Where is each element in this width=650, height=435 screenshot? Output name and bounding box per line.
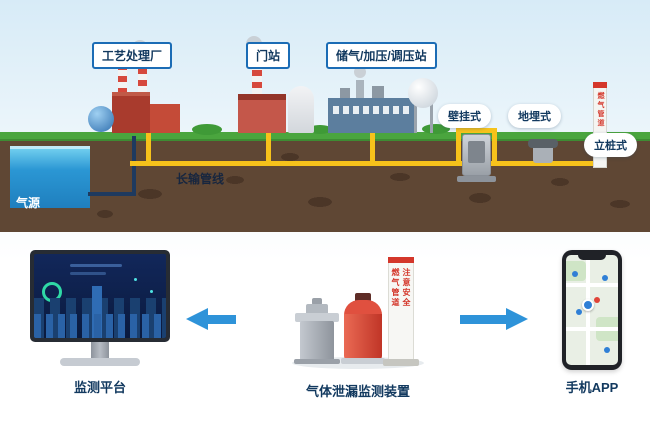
dashboard-text-line (70, 272, 106, 275)
map-pin-icon (604, 347, 610, 353)
map-road (566, 283, 618, 287)
marker-post-text-col2: 注意安全 (402, 268, 411, 308)
label-long-pipeline: 长输管线 (176, 172, 225, 186)
detector-panel (468, 141, 485, 163)
red-canister-base (341, 358, 385, 364)
marker-post-base (383, 359, 419, 366)
processing-plant-illustration (88, 40, 188, 133)
buried-detector-body (533, 147, 553, 163)
map-location-pin-icon (582, 299, 594, 311)
glow-dot (134, 278, 137, 281)
map-pin-icon (576, 309, 582, 315)
roof-unit (372, 86, 384, 98)
station-building (328, 98, 414, 133)
map-alert-pin-icon (594, 297, 600, 303)
city-skyline-front (34, 314, 166, 338)
chimney-icon (138, 56, 147, 94)
storage-station-illustration (328, 60, 440, 133)
plant-building (112, 92, 150, 133)
sphere-leg (414, 104, 417, 133)
gray-detector-canister-icon (300, 321, 334, 361)
source-pipe-vertical (132, 136, 136, 196)
bush (422, 124, 450, 134)
right-arrow-icon (506, 308, 528, 330)
caption-monitoring-platform: 监测平台 (73, 380, 126, 395)
roof-unit (340, 88, 350, 98)
pole-red-cap (593, 82, 607, 88)
chimney-icon (118, 64, 127, 94)
left-arrow-shaft (208, 315, 236, 324)
glow-dot (150, 290, 153, 293)
gray-canister-flange (295, 313, 339, 322)
source-pipe-horizontal (88, 192, 136, 196)
marker-post-red-band (388, 257, 414, 263)
gray-canister-neck (306, 304, 328, 315)
city-tower (92, 286, 102, 338)
gray-canister-base (294, 359, 340, 364)
wall-loop-top (456, 128, 497, 133)
map-pin-icon (572, 271, 578, 277)
label-buried: 地埋式 (508, 104, 561, 128)
left-arrow-icon (186, 308, 208, 330)
label-processing-plant: 工艺处理厂 (92, 42, 173, 69)
building-windows (333, 106, 409, 114)
label-storage-station: 储气/加压/调压站 (326, 42, 437, 69)
map-road (566, 327, 618, 331)
caption-mobile-app: 手机APP (565, 380, 619, 395)
plant-pipe-drop (146, 133, 151, 161)
caption-gas-leak-device: 气体泄漏监测装置 (305, 384, 410, 399)
chimney-icon (252, 58, 262, 98)
dashboard-screen (34, 254, 166, 338)
storage-tank-icon (288, 86, 314, 133)
gas-sphere-icon (408, 78, 438, 108)
storage-pipe-drop (370, 133, 375, 161)
dashboard-text-line (70, 264, 122, 267)
gray-canister-nub (312, 298, 322, 305)
roof-stack (356, 80, 364, 98)
marker-post-text-col1: 燃气管道 (391, 268, 400, 308)
label-wall-mounted: 壁挂式 (438, 104, 491, 128)
gate-building (238, 94, 286, 133)
bush (192, 124, 222, 135)
grass-strip (0, 132, 650, 141)
red-canister-dome (344, 300, 382, 315)
wall-loop-left (456, 128, 461, 164)
sphere-leg (430, 104, 433, 133)
red-detector-canister-icon (344, 314, 382, 360)
pole-marker-text: 燃气管道 (597, 92, 604, 128)
monitor-stand-neck (91, 342, 109, 358)
detector-base (457, 176, 496, 182)
gas-source-pool (10, 146, 90, 208)
map-pin-icon (602, 275, 608, 281)
label-gas-source: 气源 (16, 196, 41, 210)
phone-map-screen (566, 255, 618, 365)
buried-detector-cover-icon (528, 139, 558, 148)
main-pipeline (130, 161, 604, 166)
bush (308, 125, 332, 134)
right-arrow-shaft (460, 315, 506, 324)
label-gate-station: 门站 (246, 42, 291, 69)
gas-tank-sphere-icon (88, 106, 114, 132)
monitor-stand-base (60, 358, 140, 366)
monitoring-platform-illustration (30, 250, 170, 368)
red-canister-cap (355, 293, 371, 302)
wall-loop-right (492, 128, 497, 164)
gate-pipe-drop (266, 133, 271, 161)
label-pole-mounted: 立桩式 (584, 133, 637, 157)
plant-building (150, 104, 180, 133)
smoke-puff-icon (354, 66, 366, 78)
phone-notch (578, 255, 606, 260)
